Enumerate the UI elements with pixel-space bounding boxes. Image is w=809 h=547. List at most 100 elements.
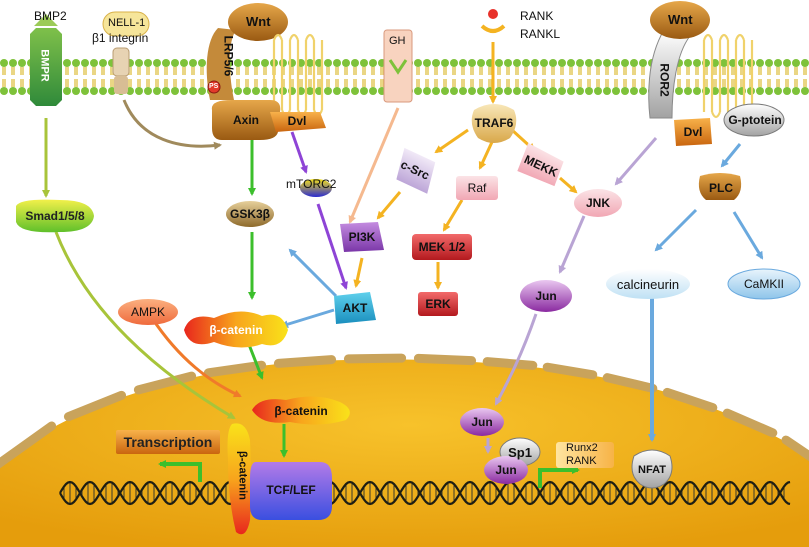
akt-node	[334, 292, 376, 324]
bmpr-receptor	[30, 14, 62, 106]
gprotein-label: G-ptotein	[728, 113, 782, 127]
gh-receptor	[383, 29, 413, 103]
pi3k-node	[340, 222, 384, 252]
bcatenin-nuc-label: β-catenin	[274, 404, 328, 418]
arrow-ampk-nucleus	[150, 317, 242, 398]
arrow-csrc-pi3k	[376, 191, 402, 220]
arrow-runx2-transcription	[538, 466, 580, 488]
wnt-left-label: Wnt	[246, 14, 271, 29]
runx2-label: Runx2	[566, 442, 598, 454]
bmp2-label: BMP2	[34, 9, 67, 23]
arrow-ror2-jnk	[614, 137, 658, 186]
plc-label: PLC	[709, 181, 733, 195]
pathway-arrows	[42, 42, 764, 488]
nfat-label: NFAT	[638, 463, 666, 476]
axin-label: Axin	[232, 113, 259, 127]
arrow-bcatenin-nucleus	[246, 341, 264, 380]
arrow-transcription-start	[158, 460, 202, 482]
ps-label: PS	[209, 83, 219, 90]
sp1-label: Sp1	[508, 444, 532, 460]
arrow-jnk-jun	[558, 215, 586, 274]
rank-gene-label: RANK	[566, 455, 597, 467]
arrow-traf6-raf	[478, 141, 494, 170]
bcatenin-vertical-label: β-catenin	[236, 451, 249, 500]
arrow-pi3k-akt	[353, 257, 364, 288]
mtorc2-node	[300, 179, 332, 197]
ampk-label: AMPK	[130, 305, 165, 319]
raf-node	[456, 176, 498, 200]
gsk3b-label: GSK3β	[229, 207, 270, 221]
arrow-akt-gsk3b	[288, 248, 338, 298]
frizzled-receptor-left	[272, 33, 324, 117]
arrow-gh-pi3k	[348, 107, 400, 224]
camkii-label: CaMKII	[743, 277, 784, 291]
wnt-right-label: Wnt	[668, 12, 693, 27]
gprotein-node	[723, 103, 785, 137]
nell1-label: NELL-1	[108, 17, 146, 29]
bmpr-label: BMPR	[38, 49, 51, 82]
camkii-node	[727, 268, 801, 300]
tcflef-node	[250, 462, 332, 520]
arrow-smad-nucleus	[54, 231, 236, 420]
jun-label: Jun	[535, 289, 557, 303]
bcatenin-nuc-node	[252, 396, 350, 425]
node-shapes	[16, 100, 801, 535]
wnt-ligand-right	[650, 1, 710, 39]
dvl-left-label: Dvl	[287, 114, 307, 128]
akt-label: AKT	[342, 301, 368, 315]
bcatenin-node	[184, 311, 288, 348]
rank-label: RANK	[520, 9, 554, 23]
dvl-right-node	[674, 118, 712, 146]
wnt-ligand-left	[228, 3, 288, 41]
mek12-label: MEK 1/2	[418, 240, 466, 254]
ror2-receptor	[648, 29, 691, 119]
arrow-jun-nucleus	[494, 313, 538, 406]
tcflef-label: TCF/LEF	[266, 483, 316, 497]
arrow-akt-bcatenin	[280, 308, 335, 329]
mek12-node	[412, 234, 472, 260]
pi3k-label: PI3K	[348, 230, 376, 244]
transcription-node	[116, 430, 220, 454]
calcineurin-node	[606, 269, 690, 299]
transcription-label: Transcription	[123, 434, 213, 450]
csrc-node	[396, 147, 436, 194]
dvl-right-label: Dvl	[683, 125, 703, 139]
smad-node	[16, 199, 94, 233]
erk-label: ERK	[425, 297, 451, 311]
nfat-node	[631, 449, 673, 489]
arrow-integrin-axin	[122, 99, 222, 150]
arrow-plc-calcineurin	[654, 208, 698, 252]
jun-nuc1-label: Jun	[471, 415, 493, 429]
gh-label: GH	[389, 35, 406, 47]
lrp56-receptor	[206, 28, 236, 100]
arrow-gprotein-plc	[720, 143, 742, 168]
arrow-dvl-mtorc2	[290, 131, 308, 174]
axin-node	[211, 100, 281, 140]
mtorc2-label: mTORC2	[286, 177, 337, 191]
ror2-label: ROR2	[657, 63, 672, 97]
smad-label: Smad1/5/8	[25, 209, 85, 223]
rankl-label: RANKL	[520, 27, 561, 41]
calcineurin-label: calcineurin	[616, 276, 680, 292]
jun-nuc1-node	[460, 408, 504, 436]
nucleus	[0, 353, 809, 547]
runx2-node	[556, 442, 614, 468]
b1-integrin-label: β1 integrin	[92, 31, 149, 45]
jun-nuc2-node	[484, 456, 528, 484]
beta1-integrin-receptor	[102, 11, 150, 94]
mekk-node	[517, 142, 564, 187]
rank-rankl-icon	[480, 9, 506, 33]
gsk3b-node	[226, 201, 274, 227]
arrow-traf6-csrc	[434, 128, 469, 154]
bcatenin-vertical-node	[227, 423, 251, 535]
raf-label: Raf	[467, 181, 487, 195]
bcatenin-label: β-catenin	[209, 323, 263, 337]
lrp56-label: LRP5/6	[221, 35, 236, 77]
arrow-raf-mek	[442, 199, 464, 232]
ampk-node	[118, 299, 178, 325]
arrow-plc-camkii	[732, 211, 764, 260]
traf6-label: TRAF6	[474, 116, 514, 130]
plc-node	[698, 173, 742, 200]
arrow-mtorc2-akt	[316, 203, 348, 290]
